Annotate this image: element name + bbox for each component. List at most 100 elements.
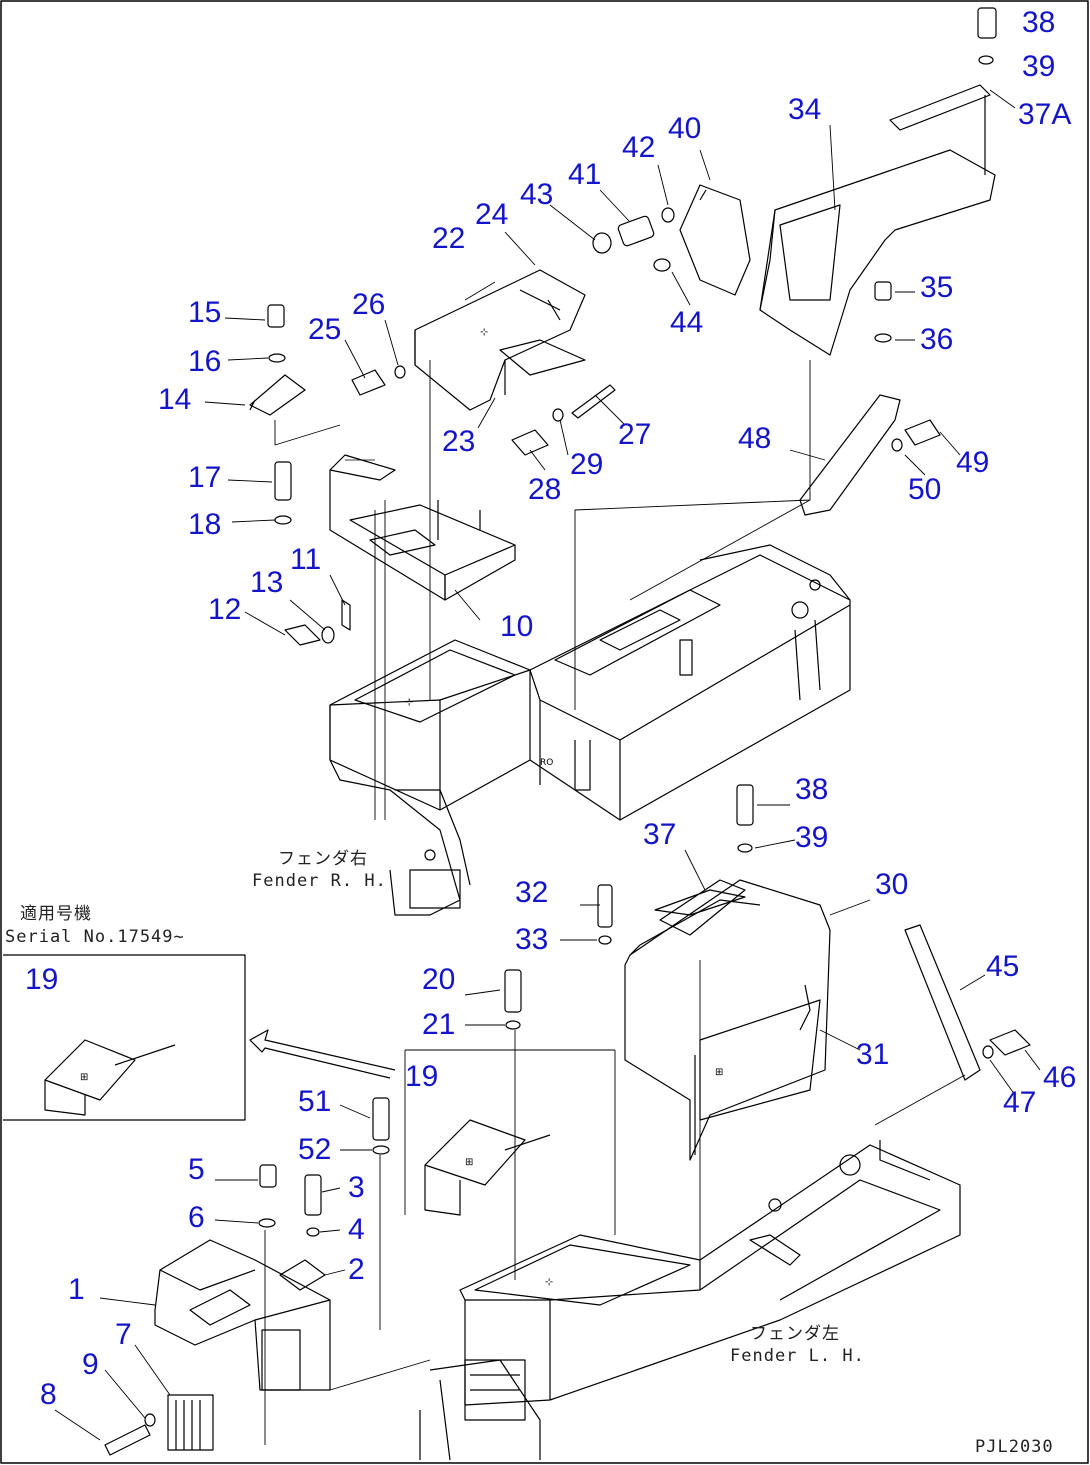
part-40-plate	[592, 184, 751, 296]
callout-part-38-top: 38	[1022, 6, 1056, 39]
part-38-bolt-top	[977, 7, 997, 39]
callout-part-13: 13	[250, 566, 284, 599]
svg-text:⊹: ⊹	[405, 697, 413, 708]
callout-part-37a: 37A	[1018, 98, 1072, 131]
callout-part-39-lower: 39	[795, 821, 829, 854]
part-14-bracket	[249, 374, 306, 416]
callout-part-2: 2	[348, 1253, 365, 1286]
callout-part-34: 34	[788, 93, 822, 126]
callout-part-17: 17	[188, 461, 222, 494]
callout-part-45: 45	[986, 950, 1020, 983]
callout-part-41: 41	[568, 158, 602, 191]
part-1-box	[154, 1239, 331, 1391]
callout-part-33: 33	[515, 923, 549, 956]
callout-part-19-inset: 19	[25, 963, 59, 996]
svg-text:⊹: ⊹	[545, 1277, 553, 1288]
part-32-bolt	[597, 884, 613, 928]
part-35-bolt	[874, 281, 892, 301]
fender-lh-jp-label: フェンダ左	[750, 1324, 840, 1344]
fender-lh-body: ⊹	[404, 960, 961, 1461]
callout-part-39-top: 39	[1022, 50, 1056, 83]
inset-frame	[3, 954, 246, 1121]
callout-part-9: 9	[82, 1348, 99, 1381]
callout-part-27: 27	[618, 418, 652, 451]
part-22-bracket: ⊹	[414, 269, 586, 700]
drawing-code: PJL2030	[975, 1437, 1054, 1457]
callout-part-19: 19	[405, 1060, 439, 1093]
svg-text:⊹: ⊹	[480, 327, 488, 338]
callout-part-48: 48	[738, 422, 772, 455]
fender-rh-body: ⊹ RO	[329, 500, 851, 916]
fender-lh-en-label: Fender L. H.	[730, 1346, 865, 1366]
callout-part-51: 51	[298, 1085, 332, 1118]
fender-rh-en-label: Fender R. H.	[252, 871, 387, 891]
callout-part-5: 5	[188, 1153, 205, 1186]
callout-part-23: 23	[442, 425, 476, 458]
part-37-strip	[654, 889, 746, 916]
callout-part-11: 11	[290, 543, 322, 576]
callout-part-29: 29	[570, 448, 604, 481]
callout-part-50: 50	[908, 473, 942, 506]
callout-part-15: 15	[188, 296, 222, 329]
part-38-bolt-lower	[736, 784, 754, 826]
part-34-cover	[574, 84, 996, 710]
callout-part-1: 1	[68, 1273, 85, 1306]
callout-part-37: 37	[643, 818, 677, 851]
callout-part-25: 25	[308, 313, 342, 346]
part-33-washer	[598, 935, 612, 945]
callout-part-28: 28	[528, 473, 562, 506]
svg-text:RO: RO	[540, 758, 553, 768]
bolts-upper-left	[267, 304, 406, 646]
bolts-lower-left	[104, 1097, 431, 1456]
bolts-center	[511, 384, 616, 456]
callout-part-36: 36	[920, 323, 954, 356]
callout-part-24: 24	[475, 198, 509, 231]
part-36-washer	[874, 333, 892, 343]
callout-part-7: 7	[115, 1318, 132, 1351]
callout-part-44: 44	[670, 306, 704, 339]
svg-text:⊞: ⊞	[715, 1067, 723, 1078]
svg-text:⊞: ⊞	[80, 1072, 88, 1083]
serial-en-label: Serial No.17549~	[5, 927, 185, 947]
callout-part-42: 42	[622, 131, 656, 164]
callout-part-3: 3	[348, 1171, 365, 1204]
direction-arrow	[249, 1029, 396, 1079]
callout-part-18: 18	[188, 508, 222, 541]
callout-part-22: 22	[432, 222, 466, 255]
callout-part-49: 49	[956, 446, 990, 479]
callout-part-40: 40	[668, 112, 702, 145]
part-20-bolt	[504, 969, 522, 1013]
leader-lines	[54, 89, 1041, 1441]
callout-part-12: 12	[208, 593, 242, 626]
part-21-washer	[505, 1020, 521, 1030]
callout-part-47: 47	[1003, 1086, 1037, 1119]
part-39-washer-top	[978, 55, 994, 65]
part-19-bracket-inset: ⊞	[44, 1039, 176, 1116]
callout-part-46: 46	[1043, 1061, 1077, 1094]
callout-part-52: 52	[298, 1133, 332, 1166]
callout-part-10: 10	[500, 610, 534, 643]
callout-part-31: 31	[856, 1038, 890, 1071]
callout-part-43: 43	[520, 178, 554, 211]
part-30-cover: ⊞	[624, 879, 831, 1161]
part-7-grille	[167, 1394, 214, 1451]
fender-rh-jp-label: フェンダ右	[278, 849, 368, 869]
callout-part-6: 6	[188, 1201, 205, 1234]
callout-part-35: 35	[920, 271, 954, 304]
callout-part-4: 4	[348, 1213, 365, 1246]
part-39-washer-lower	[737, 843, 753, 853]
part-19-bracket-center: ⊞	[424, 1119, 551, 1216]
part-45-stay	[874, 924, 1031, 1126]
callout-part-20: 20	[422, 963, 456, 996]
callout-part-21: 21	[422, 1008, 456, 1041]
part-10-bracket	[329, 454, 516, 601]
callout-part-38-lower: 38	[795, 773, 829, 806]
serial-jp-label: 適用号機	[20, 904, 92, 924]
svg-text:⊞: ⊞	[465, 1157, 473, 1168]
callout-part-26: 26	[352, 288, 386, 321]
callout-part-16: 16	[188, 345, 222, 378]
callout-part-32: 32	[515, 876, 549, 909]
